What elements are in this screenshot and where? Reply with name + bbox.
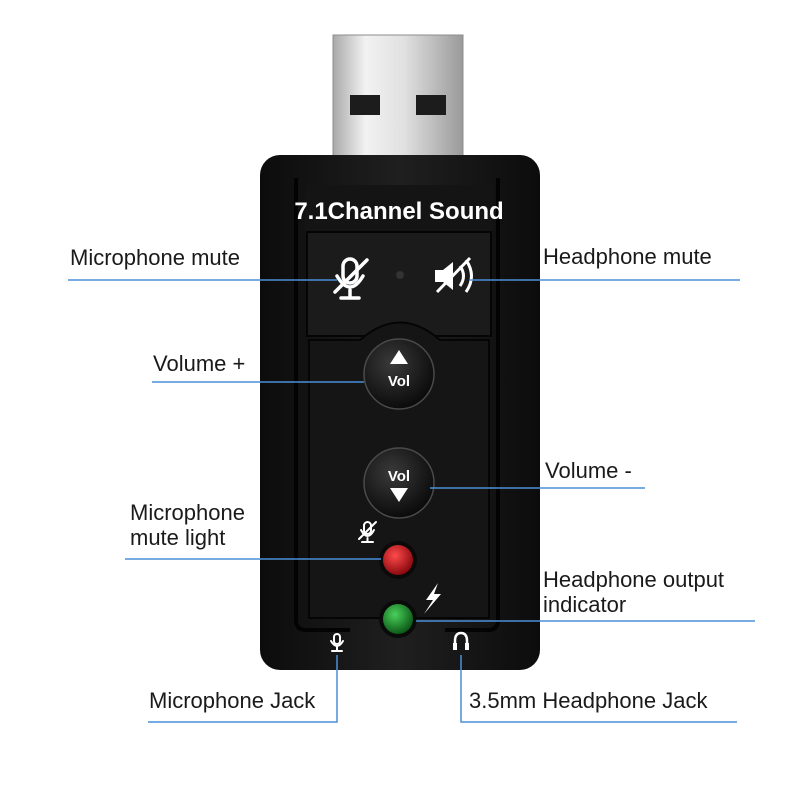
- callout-headphone-mute: Headphone mute: [543, 244, 712, 269]
- volume-up-label: Vol: [388, 373, 410, 390]
- microphone-jack-icon: [330, 633, 344, 652]
- callout-microphone-jack: Microphone Jack: [149, 688, 316, 713]
- callout-headphone-output-indicator: Headphone output indicator: [543, 567, 724, 617]
- callout-microphone-mute-light: Microphone mute light: [130, 500, 245, 550]
- device-title: 7.1Channel Sound: [294, 198, 503, 225]
- leader-lines: [68, 279, 755, 723]
- headphone-jack-icon: [453, 631, 469, 650]
- sound-card-body: 7.1Channel Sound: [260, 155, 540, 670]
- usb-connector: [332, 34, 464, 176]
- callout-headphone-output-indicator-line2: indicator: [543, 592, 627, 617]
- volume-up-button[interactable]: Vol: [363, 338, 435, 410]
- leader-microphone-jack: [148, 655, 338, 723]
- callout-volume-up: Volume +: [153, 351, 246, 376]
- status-dot: [396, 271, 404, 279]
- arrow-down-icon: [390, 488, 408, 502]
- microphone-mute-light: [379, 541, 417, 579]
- mute-panel: [306, 231, 492, 337]
- callout-headphone-jack: 3.5mm Headphone Jack: [469, 688, 708, 713]
- volume-down-label: Vol: [388, 468, 410, 485]
- volume-down-button[interactable]: Vol: [363, 447, 435, 519]
- usb-contact-slot-right: [416, 95, 446, 115]
- microphone-icon: [358, 521, 377, 543]
- callout-volume-down: Volume -: [545, 458, 632, 483]
- callout-microphone-mute-light-line1: Microphone: [130, 500, 245, 525]
- callout-microphone-mute-light-line2: mute light: [130, 525, 226, 550]
- speaker-mute-icon[interactable]: [435, 256, 473, 294]
- usb-contact-slot-left: [350, 95, 380, 115]
- lightning-icon: [424, 583, 441, 614]
- microphone-mute-icon[interactable]: [333, 257, 369, 300]
- callout-microphone-mute: Microphone mute: [70, 245, 240, 270]
- label-panel: [305, 185, 493, 233]
- headphone-output-indicator: [379, 600, 417, 638]
- callout-headphone-output-indicator-line1: Headphone output: [543, 567, 725, 592]
- arrow-up-icon: [390, 350, 408, 364]
- leader-headphone-jack: [460, 655, 737, 723]
